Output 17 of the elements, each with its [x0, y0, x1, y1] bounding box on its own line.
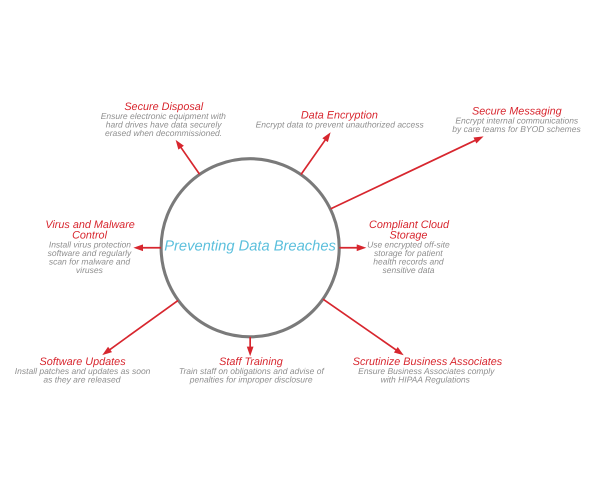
- node-text: Secure Messaging Encrypt internal communications by care teams for BYOD schemes: [452, 105, 581, 134]
- arrow: [133, 244, 161, 252]
- arrow: [102, 300, 179, 356]
- node-text: Software Updates Install patches and updates as soon as they are released: [14, 356, 150, 384]
- arrow: [176, 140, 200, 175]
- node-text: Compliant Cloud Storage Use encrypted off-site storage for patient health records and sensitive data: [367, 218, 450, 276]
- arrow: [339, 244, 366, 252]
- arrow: [322, 298, 404, 356]
- node-text: Secure Disposal Ensure electronic equipment with hard drives have data securely erased when decommissioned.: [100, 101, 226, 138]
- arrow: [330, 136, 484, 210]
- node-text: Scrutinize Business Associates Ensure Business Associates comply with HIPAA Regulations: [352, 356, 502, 384]
- node-circle: Preventing Data Breaches: [160, 157, 341, 338]
- arrow: [246, 336, 254, 356]
- node-text: Virus and Malware Control Install virus protection software and regularly scan for malware and viruses: [45, 218, 135, 276]
- node-text: Data Encryption Encrypt data to prevent unauthorized access: [256, 110, 424, 130]
- node-text: Staff Training Train staff on obligations and advise of penalties for improper disclosure: [178, 356, 324, 384]
- arrow: [300, 132, 331, 176]
